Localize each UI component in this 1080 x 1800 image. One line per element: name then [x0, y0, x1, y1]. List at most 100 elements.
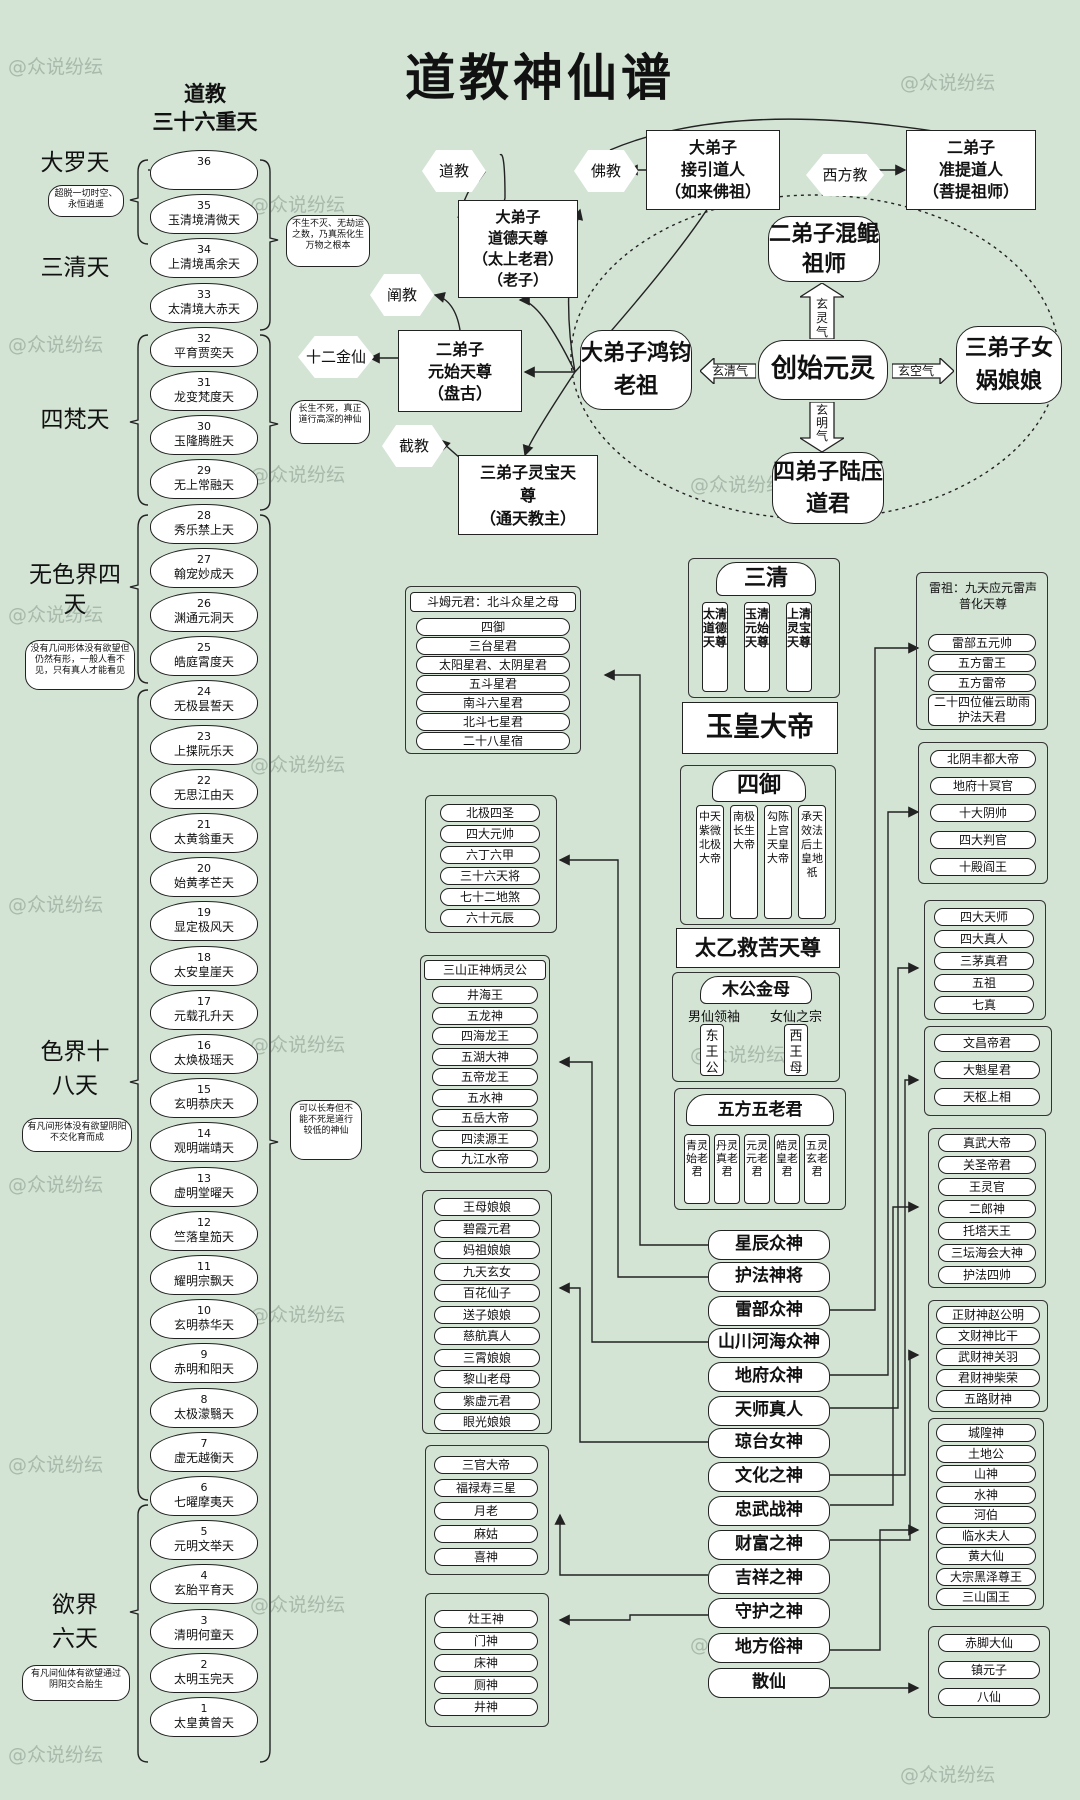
heaven-number: 14: [197, 1127, 211, 1141]
box-line: 道德天尊: [487, 229, 548, 247]
list-item: 雷部五元帅: [928, 634, 1036, 652]
wufang-item: 皓灵皇老君: [774, 1134, 800, 1204]
group-note: 没有几间形体没有欲望但仍然有形，一般人看不见，只有真人才能看见: [25, 640, 135, 690]
list-header: 三山正神炳灵公: [424, 960, 546, 980]
list-item: 慈航真人: [434, 1327, 540, 1345]
sanqing-item: 上清灵宝天尊: [786, 602, 812, 692]
qi-arrow-down: 玄明气: [797, 401, 847, 453]
siyu-item: 承天效法后土皇地祇: [798, 805, 826, 919]
origin-center: 创始元灵: [758, 340, 888, 400]
heaven-number: 13: [197, 1171, 211, 1185]
qi-arrow-left: 玄清气: [699, 356, 757, 386]
panel-jixiang: [425, 1445, 549, 1575]
watermark: @众说纷纭: [8, 894, 104, 916]
list-item: 托塔天王: [938, 1222, 1036, 1240]
list-item: 三十六天将: [440, 867, 540, 885]
heaven-name: 玄明恭庆天: [173, 1097, 234, 1112]
heaven-name: 太黄翁重天: [173, 832, 234, 846]
list-item: 紫虚元君: [434, 1391, 540, 1410]
list-item: 王灵官: [938, 1178, 1036, 1196]
heaven-number: 24: [197, 685, 211, 699]
list-item: 城隍神: [936, 1424, 1036, 1442]
box-line: 二弟子: [435, 340, 484, 359]
category-button: 吉祥之神: [708, 1564, 830, 1594]
heaven-number: 9: [200, 1348, 208, 1362]
watermark: @众说纷纭: [250, 1304, 346, 1326]
heaven-number: 31: [197, 376, 211, 389]
watermark: @众说纷纭: [900, 1764, 996, 1786]
heaven-number: 11: [197, 1260, 211, 1273]
heaven-number: 30: [197, 420, 211, 434]
list-item: 碧霞元君: [434, 1219, 540, 1238]
arrow-right-icon: [891, 356, 955, 386]
diamond-label: 西方教: [822, 166, 868, 184]
heaven-name: 平育贾奕天: [173, 345, 234, 360]
list-item: 井神: [434, 1698, 538, 1716]
side-note: 不生不灭、无劫运之数，乃真炁化生万物之根本: [286, 215, 370, 267]
heaven-name: 始黄孝芒天: [173, 876, 234, 891]
heaven-number: 28: [197, 508, 211, 522]
panel-wenhua: [924, 1026, 1052, 1116]
category-button: 忠武战神: [708, 1496, 830, 1526]
heaven-name: 太明玉完天: [173, 1671, 234, 1686]
box-line: 二弟子: [946, 138, 995, 157]
diamond-fojiao: 佛教: [574, 150, 638, 192]
qi-label: 玄灵气: [815, 297, 828, 339]
box-tongtian: 三弟子灵宝天 尊 （通天教主）: [458, 455, 598, 535]
watermark: @众说纷纭: [8, 604, 104, 626]
list-item: 六十元辰: [440, 909, 540, 927]
heaven-name: 赤明和阳天: [173, 1362, 234, 1377]
diamond-shierjinxian: 十二金仙: [298, 336, 374, 378]
watermark: @众说纷纭: [8, 1744, 104, 1766]
wufang-item: 丹灵真老君: [714, 1134, 740, 1204]
category-button: 文化之神: [708, 1462, 830, 1492]
list-item: 护法四帅: [938, 1266, 1036, 1284]
panel-difang: [928, 1418, 1044, 1610]
list-item: 十大阴帅: [930, 804, 1036, 822]
panel-leibu: [916, 572, 1048, 730]
group-sanqing: 三清天: [40, 255, 110, 281]
box-line: 大弟子: [688, 138, 737, 157]
heaven-number: 1: [200, 1702, 208, 1715]
list-item: 君财神柴荣: [936, 1369, 1040, 1387]
list-item: 文昌帝君: [934, 1034, 1040, 1052]
list-item: 七真: [934, 996, 1034, 1014]
wufang-item: 元灵元老君: [744, 1134, 770, 1204]
heaven-number: 18: [197, 950, 211, 964]
list-item: 真武大帝: [938, 1134, 1036, 1152]
category-button: 地方俗神: [708, 1633, 830, 1663]
heaven-name: 元载孔升天: [173, 1008, 234, 1023]
panel-xingchen: [405, 586, 581, 754]
sanqing-panel: [688, 558, 840, 698]
list-item: 妈祖娘娘: [434, 1241, 540, 1259]
list-item: 北极四圣: [440, 804, 540, 822]
list-item: 四御: [416, 618, 570, 636]
list-item: 河伯: [936, 1506, 1036, 1524]
panel-zhongwu: [928, 1128, 1046, 1288]
list-item: 五方雷王: [928, 654, 1036, 672]
heaven-number: 12: [197, 1215, 211, 1229]
siyu-title: 四御: [712, 770, 806, 802]
list-item: 正财神赵公明: [936, 1306, 1040, 1324]
list-item: 五祖: [934, 974, 1034, 992]
panel-nvshen: [422, 1190, 552, 1434]
leibu-header: 雷祖：九天应元雷声普化天尊: [928, 581, 1037, 611]
heaven-name: 虚无越衡天: [173, 1450, 234, 1465]
diamond-label: 阐教: [386, 286, 417, 304]
sanqing-item: 玉清元始天尊: [744, 602, 770, 692]
diamond-label: 截教: [398, 437, 429, 455]
box-line: （通天教主）: [479, 509, 576, 528]
